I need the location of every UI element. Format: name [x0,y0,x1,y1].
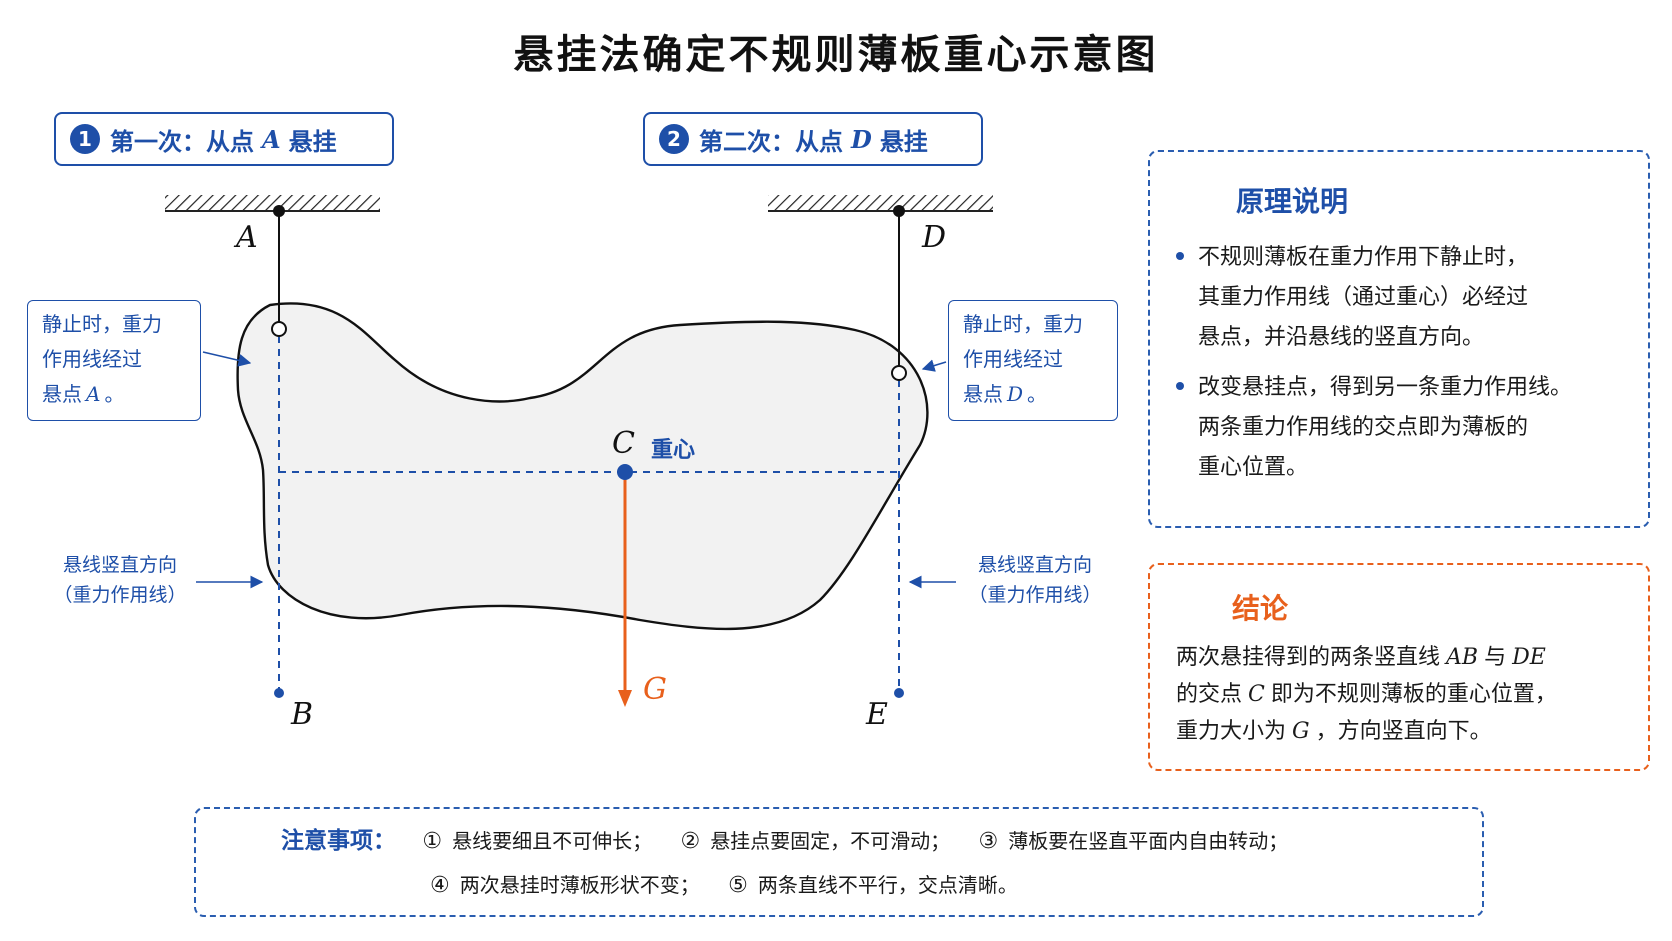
conclusion-l3a: 重力大小为 [1176,719,1287,744]
principle-bullet-2-text-1: 改变悬挂点，得到另一条重力作用线。 [1198,375,1573,400]
bullet-dot [1176,252,1184,260]
caution-2-number: ② [680,829,701,854]
principle-panel: 原理说明 不规则薄板在重力作用下静止时， 其重力作用线（通过重心）必经过 悬点，… [1148,150,1650,528]
step-1-text: 第一次：从点 [110,127,254,156]
principle-bullet-2-line-1: 改变悬挂点，得到另一条重力作用线。 [1176,368,1638,408]
irregular-plate [236,302,929,631]
right-note-end: 。 [1027,382,1048,406]
left-vertical-label: 悬线竖直方向 （重力作用线） [40,550,200,610]
left-note-pointer [202,351,252,367]
conclusion-l2p: C [1248,682,1265,707]
step-1-number: 1 [70,124,100,154]
right-vertical-line-1: 悬线竖直方向 [977,554,1092,576]
ceiling-right [768,195,993,211]
center-of-gravity-label: 重心 [651,438,696,463]
point-label-d: D [922,220,947,255]
center-of-gravity-dot [617,464,633,480]
caution-5-number: ⑤ [728,873,748,898]
bullet-dot [1176,382,1184,390]
principle-bullet-1-line-3: 悬点，并沿悬线的竖直方向。 [1198,325,1485,350]
conclusion-l2a: 的交点 [1176,682,1243,707]
suspension-point-d [891,365,907,381]
caution-1-text: 悬线要细且不可伸长； [452,829,653,853]
principle-bullets: 不规则薄板在重力作用下静止时， 其重力作用线（通过重心）必经过 悬点，并沿悬线的… [1176,238,1638,488]
point-label-e: E [866,697,888,732]
conclusion-l1p1: AB [1446,645,1479,670]
principle-bullet-2-line-3: 重心位置。 [1198,455,1309,480]
principle-title: 原理说明 [1236,185,1349,218]
cautions-title: 注意事项： [281,828,396,854]
suspension-point-a [271,321,287,337]
step-2-number: 2 [659,124,689,154]
principle-bullet-1-line-2: 其重力作用线（通过重心）必经过 [1198,285,1529,310]
conclusion-l1p2: DE [1512,645,1546,670]
cautions-panel: 注意事项： ① 悬线要细且不可伸长； ② 悬挂点要固定，不可滑动； ③ 薄板要在竖直平… [194,807,1484,917]
ceiling-left [165,195,380,211]
right-note-line-2: 作用线经过 [963,347,1063,371]
principle-bullet-2-line-2: 两条重力作用线的交点即为薄板的 [1198,415,1529,440]
step-2-suffix: 悬挂 [879,127,928,156]
right-note-pointer [921,359,947,372]
gravity-arrow-head [618,690,632,707]
right-vertical-line-2: （重力作用线） [968,584,1102,606]
caution-3-text: 薄板要在竖直平面内自由转动； [1008,829,1289,853]
caution-3-number: ③ [978,829,999,854]
conclusion-l2b: 即为不规则薄板的重心位置， [1270,682,1557,707]
left-note-line-3-text: 悬点 [42,382,82,406]
step-1-suffix: 悬挂 [288,127,337,156]
hook-d [893,205,905,217]
left-note-end: 。 [104,382,125,406]
cautions-row-1: 注意事项： ① 悬线要细且不可伸长； ② 悬挂点要固定，不可滑动； ③ 薄板要在竖直平… [281,821,1288,862]
conclusion-title: 结论 [1232,592,1289,625]
point-label-a: A [236,220,258,255]
conclusion-l1b: 与 [1484,645,1507,670]
caution-4-text: 两次悬挂时薄板形状不变； [459,873,700,897]
caution-4-number: ④ [430,873,450,898]
point-label-g: G [643,672,667,707]
page-title: 悬挂法确定不规则薄板重心示意图 [513,32,1159,78]
conclusion-l3b: ，方向竖直向下。 [1315,719,1492,744]
right-note-line-1: 静止时，重力 [963,312,1083,336]
step-1-point: A [262,124,281,154]
caution-2-text: 悬挂点要固定，不可滑动； [710,829,951,853]
right-vertical-label: 悬线竖直方向 （重力作用线） [955,550,1115,610]
left-note-line-2: 作用线经过 [42,347,142,371]
left-note-point: A [86,382,101,406]
step-2-label: 2 第二次：从点 D 悬挂 [643,112,983,166]
left-vertical-line-1: 悬线竖直方向 [62,554,177,576]
principle-bullet-1-text-1: 不规则薄板在重力作用下静止时， [1198,245,1529,270]
caution-5-text: 两条直线不平行，交点清晰。 [757,873,1018,897]
cautions-row-2: ④ 两次悬挂时薄板形状不变； ⑤ 两条直线不平行，交点清晰。 [430,865,1018,906]
conclusion-l1a: 两次悬挂得到的两条竖直线 [1176,645,1441,670]
caution-1-number: ① [422,829,443,854]
conclusion-l3p: G [1292,719,1310,744]
principle-bullet-1-line-1: 不规则薄板在重力作用下静止时， [1176,238,1638,278]
left-note-line-1: 静止时，重力 [42,312,162,336]
point-e-dot [894,688,904,698]
left-vertical-line-2: （重力作用线） [53,584,187,606]
point-label-c: C [612,426,635,461]
step-2-point: D [851,124,872,154]
right-note-point: D [1007,382,1024,406]
point-label-b: B [291,697,314,732]
step-1-label: 1 第一次：从点 A 悬挂 [54,112,394,166]
right-note-line-3-text: 悬点 [963,382,1003,406]
hook-a [273,205,285,217]
step-2-text: 第二次：从点 [699,127,843,156]
point-b-dot [274,688,284,698]
